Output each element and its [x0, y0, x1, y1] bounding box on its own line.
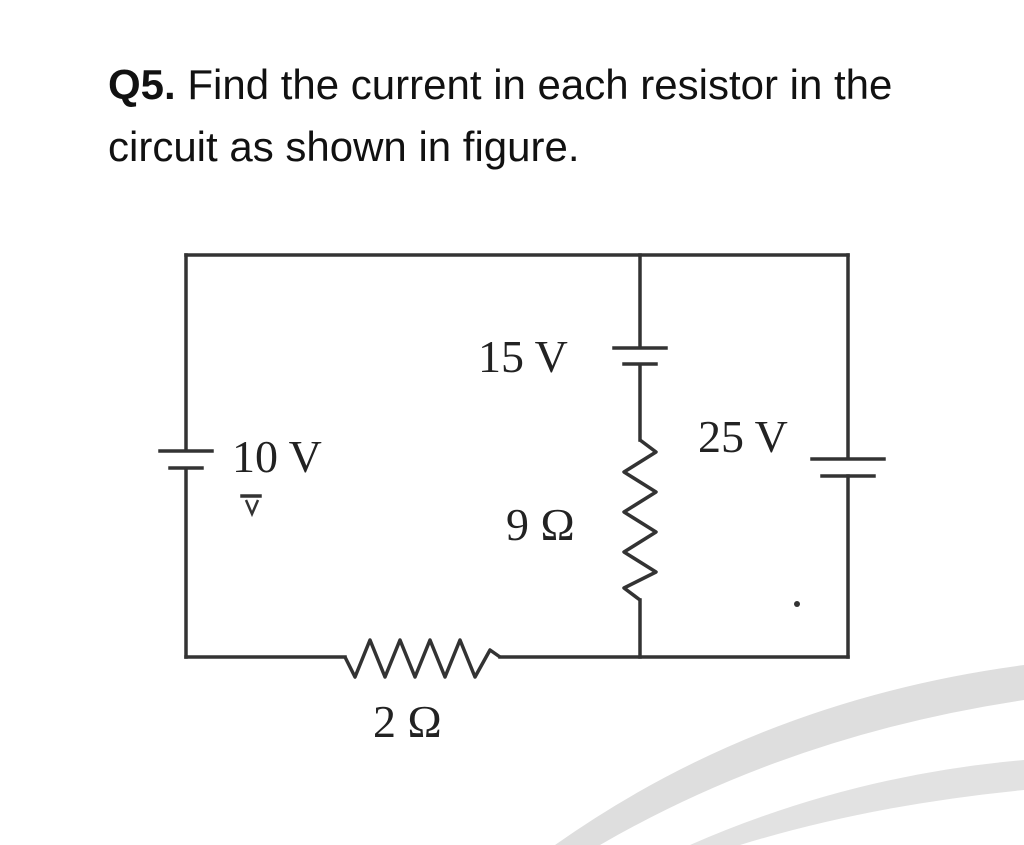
- battery-right-label: 25 V: [698, 411, 788, 462]
- resistor-middle-label: 9 Ω: [506, 499, 575, 550]
- resistor-bottom: [343, 638, 502, 679]
- battery-right: [810, 457, 886, 478]
- question-text: Q5. Find the current in each resistor in…: [108, 54, 978, 178]
- battery-middle: [612, 346, 668, 366]
- question-number: Q5.: [108, 61, 176, 108]
- battery-left: [158, 449, 214, 470]
- battery-middle-label: 15 V: [478, 331, 568, 382]
- arrow-down-icon: [240, 494, 262, 518]
- watermark: [555, 665, 1024, 845]
- stray-dot: [794, 601, 800, 607]
- resistor-bottom-label: 2 Ω: [373, 696, 442, 747]
- wires: [184, 253, 850, 659]
- battery-left-label: 10 V: [232, 431, 322, 482]
- question-body: Find the current in each resistor in the…: [108, 61, 893, 170]
- resistor-middle: [622, 438, 658, 602]
